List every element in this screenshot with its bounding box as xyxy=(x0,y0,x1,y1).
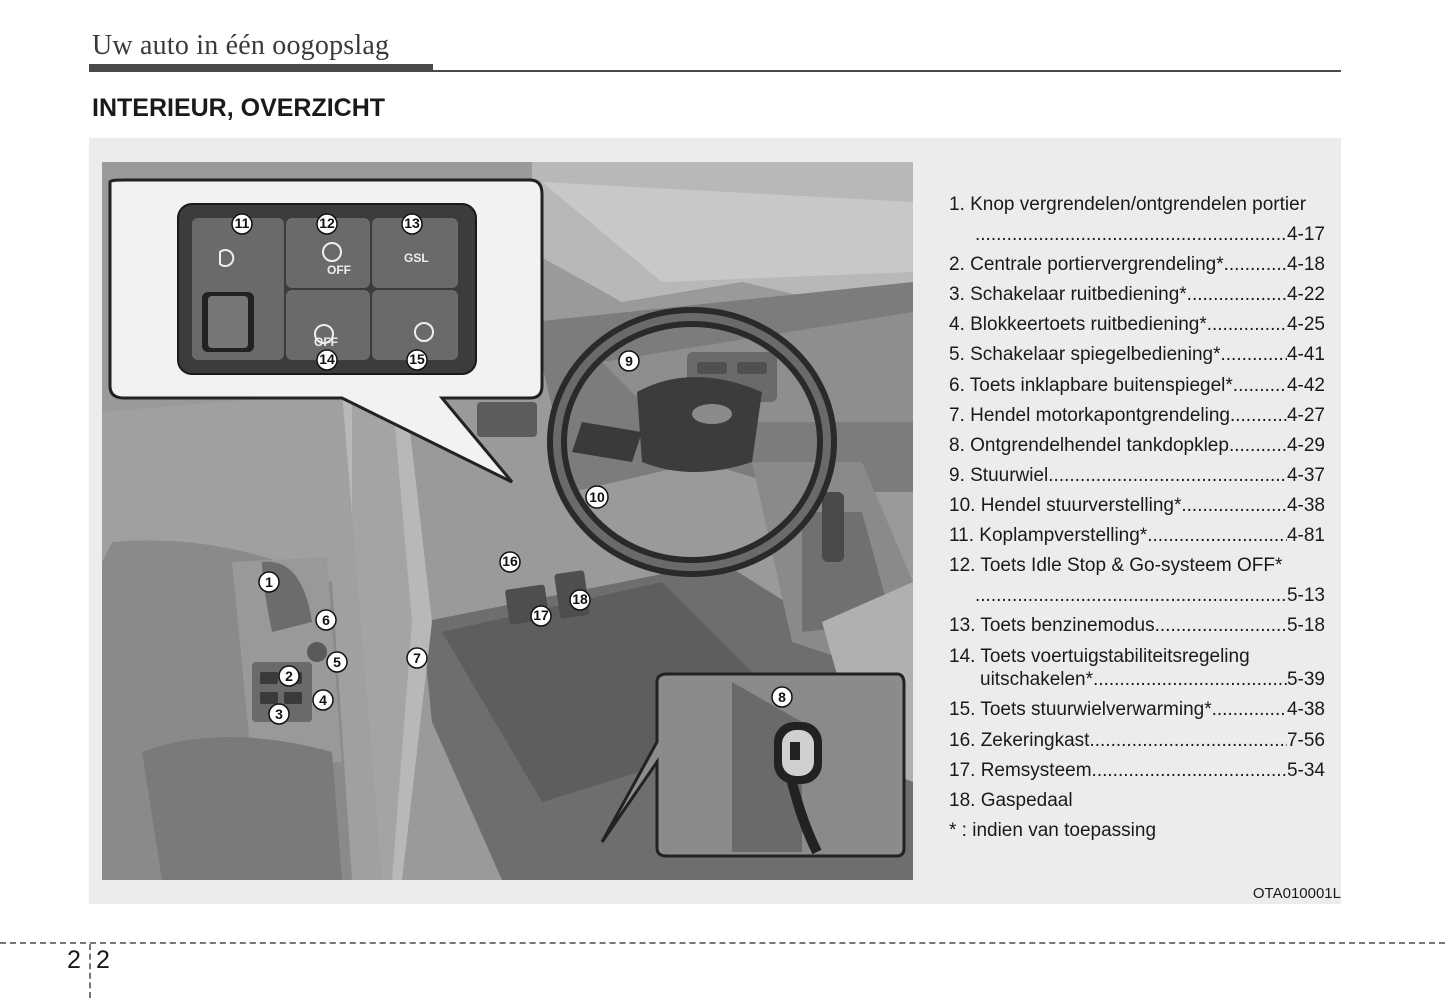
legend-item-6: 6. Toets inklapbare buitenspiegel*4-42 xyxy=(949,371,1325,401)
footer-divider xyxy=(89,944,91,998)
callout-1: 1 xyxy=(258,571,280,593)
legend-item-14-cont: uitschakelen*5-39 xyxy=(949,668,1325,691)
legend-footnote: * : indien van toepassing xyxy=(949,819,1157,841)
figure-code: OTA010001L xyxy=(1252,885,1341,902)
svg-text:15: 15 xyxy=(409,351,425,367)
svg-text:9: 9 xyxy=(625,353,633,369)
callout-16: 16 xyxy=(499,551,521,573)
svg-text:12: 12 xyxy=(319,215,335,231)
callout-18: 18 xyxy=(569,589,591,611)
legend-item-8: 8. Ontgrendelhendel tankdopklep4-29 xyxy=(949,431,1325,461)
footer-rule xyxy=(0,942,1445,944)
page-number: 2 xyxy=(96,946,110,974)
legend-item-9: 9. Stuurwiel4-37 xyxy=(949,461,1325,491)
legend-item-12: 12. Toets Idle Stop & Go-systeem OFF* xyxy=(949,555,1283,577)
svg-text:8: 8 xyxy=(778,689,786,705)
legend-item-14: 14. Toets voertuigstabiliteitsregeling xyxy=(949,646,1250,668)
button-text-gsl: GSL xyxy=(404,251,429,265)
legend-item-4: 4. Blokkeertoets ruitbediening*4-25 xyxy=(949,310,1325,340)
legend-item-5: 5. Schakelaar spiegelbediening*4-41 xyxy=(949,340,1325,370)
legend-item-11: 11. Koplampverstelling*4-81 xyxy=(949,521,1325,551)
callout-17: 17 xyxy=(530,605,552,627)
callout-10: 10 xyxy=(585,485,609,509)
button-text-off-a: OFF xyxy=(327,263,351,277)
svg-text:10: 10 xyxy=(589,489,605,505)
legend-item-18: 18. Gaspedaal xyxy=(949,789,1073,811)
callout-8: 8 xyxy=(771,686,793,708)
callout-14: 14 xyxy=(316,349,338,371)
svg-text:4: 4 xyxy=(319,692,327,708)
callout-6: 6 xyxy=(315,609,337,631)
legend-item-10: 10. Hendel stuurverstelling*4-38 xyxy=(949,491,1325,521)
legend-item-17: 17. Remsysteem5-34 xyxy=(949,756,1325,786)
callout-11: 11 xyxy=(231,213,253,235)
callout-7: 7 xyxy=(406,647,428,669)
header-rule-thin xyxy=(433,70,1341,72)
svg-text:5: 5 xyxy=(333,654,341,670)
callout-4: 4 xyxy=(312,689,334,711)
svg-text:14: 14 xyxy=(319,351,335,367)
callout-12: 12 xyxy=(316,213,338,235)
legend-item-1: 1. Knop vergrendelen/ontgrendelen portie… xyxy=(949,194,1307,215)
button-text-off-esc: OFF xyxy=(314,335,338,349)
legend-item-16: 16. Zekeringkast7-56 xyxy=(949,726,1325,756)
chapter-title: Uw auto in één oogopslag xyxy=(92,30,390,61)
header-rule-thick xyxy=(89,64,433,72)
svg-text:7: 7 xyxy=(413,650,421,666)
legend-item-13: 13. Toets benzinemodus5-18 xyxy=(949,611,1325,641)
legend-item-3: 3. Schakelaar ruitbediening*4-22 xyxy=(949,280,1325,310)
svg-text:2: 2 xyxy=(285,668,293,684)
legend-item-1-page: 4-17 xyxy=(949,220,1325,250)
svg-text:17: 17 xyxy=(533,607,549,623)
svg-text:18: 18 xyxy=(572,591,588,607)
svg-text:13: 13 xyxy=(404,215,420,231)
callout-15: 15 xyxy=(406,349,428,371)
legend-item-2: 2. Centrale portiervergrendeling*4-18 xyxy=(949,250,1325,280)
callout-9: 9 xyxy=(618,350,640,372)
callout-3: 3 xyxy=(268,703,290,725)
legend-item-15: 15. Toets stuurwielverwarming*4-38 xyxy=(949,695,1325,725)
legend-item-12-page: 5-13 xyxy=(949,581,1325,611)
svg-text:3: 3 xyxy=(275,706,283,722)
svg-text:11: 11 xyxy=(235,215,250,231)
interior-illustration: OFF GSL OFF 1 2 3 4 5 6 7 8 9 10 11 12 1… xyxy=(102,162,913,880)
callout-5: 5 xyxy=(326,651,348,673)
page-number-section: 2 xyxy=(67,946,81,974)
section-title: INTERIEUR, OVERZICHT xyxy=(92,94,386,122)
svg-text:6: 6 xyxy=(322,612,330,628)
svg-text:1: 1 xyxy=(265,574,273,590)
legend-item-7: 7. Hendel motorkapontgrendeling4-27 xyxy=(949,401,1325,431)
legend-list: 1. Knop vergrendelen/ontgrendelen portie… xyxy=(949,190,1325,846)
svg-text:16: 16 xyxy=(502,553,518,569)
callout-13: 13 xyxy=(401,213,423,235)
callout-2: 2 xyxy=(278,665,300,687)
